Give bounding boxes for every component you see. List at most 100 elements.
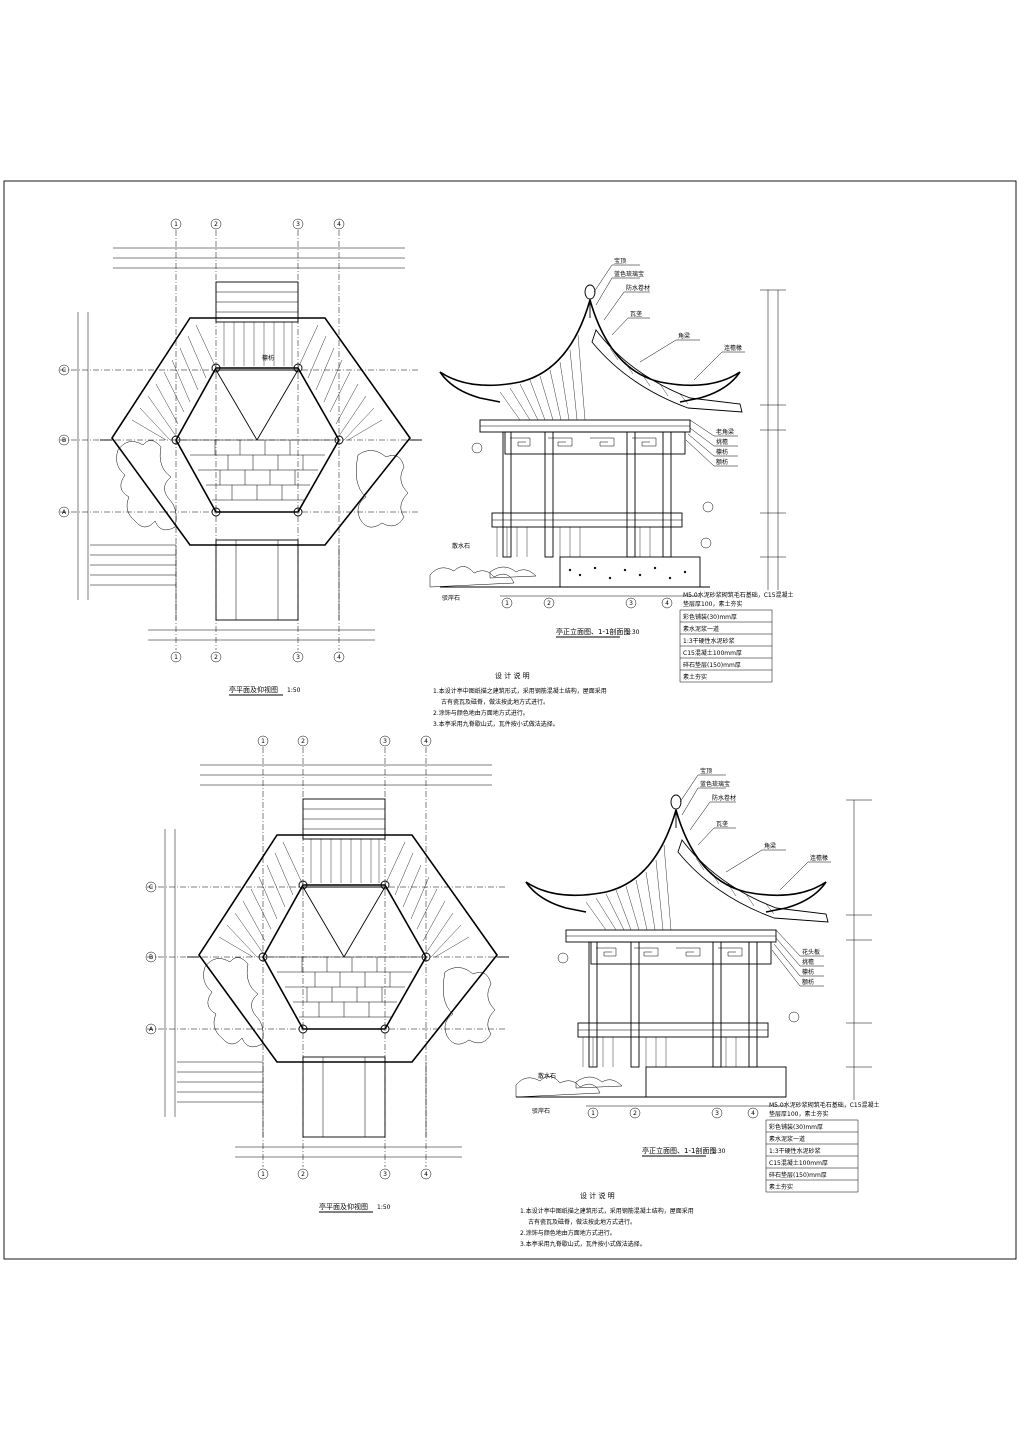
svg-text:古有瓷瓦及磁脊，做法按此地方式进行。: 古有瓷瓦及磁脊，做法按此地方式进行。 xyxy=(441,698,549,706)
svg-text:连檐椽: 连檐椽 xyxy=(810,854,828,862)
svg-text:4: 4 xyxy=(337,654,341,661)
svg-text:4: 4 xyxy=(665,600,669,607)
svg-text:M5.0水泥砂浆砌筑毛石基础，C15混凝土: M5.0水泥砂浆砌筑毛石基础，C15混凝土 xyxy=(769,1101,880,1109)
svg-text:设 计 说 明: 设 计 说 明 xyxy=(580,1191,615,1200)
design-notes-lower: 设 计 说 明 1.本设计亭中图纸描之建筑形式，采用钢筋混凝土结构，屋面采用 古… xyxy=(520,1191,694,1248)
svg-text:C: C xyxy=(149,884,153,891)
svg-text:1:3干硬性水泥砂浆: 1:3干硬性水泥砂浆 xyxy=(769,1147,821,1155)
svg-text:素水泥浆一道: 素水泥浆一道 xyxy=(769,1135,805,1143)
svg-text:B: B xyxy=(62,437,66,444)
svg-text:亭正立面图、1-1剖面图: 亭正立面图、1-1剖面图 xyxy=(642,1146,716,1155)
svg-text:C15混凝土100mm厚: C15混凝土100mm厚 xyxy=(769,1159,828,1167)
svg-text:角梁: 角梁 xyxy=(764,842,776,850)
svg-text:连檐椽: 连檐椽 xyxy=(724,344,742,352)
svg-text:防水卷材: 防水卷材 xyxy=(626,284,650,292)
rockery-outline xyxy=(116,440,177,531)
svg-text:花头板: 花头板 xyxy=(802,948,820,956)
svg-text:驳岸石: 驳岸石 xyxy=(442,594,460,602)
svg-text:3: 3 xyxy=(296,654,300,661)
svg-text:宝顶: 宝顶 xyxy=(614,257,626,265)
svg-text:素土夯实: 素土夯实 xyxy=(769,1183,793,1191)
svg-text:1:50: 1:50 xyxy=(287,687,301,694)
svg-text:蓝色琉璃宝: 蓝色琉璃宝 xyxy=(700,780,730,788)
svg-text:B: B xyxy=(149,954,153,961)
paving-pattern xyxy=(190,440,325,501)
svg-text:角梁: 角梁 xyxy=(678,332,690,340)
pavilion-plan-upper: 1 2 3 4 1 2 3 4 C B A xyxy=(58,218,422,696)
svg-text:2: 2 xyxy=(633,1110,637,1117)
svg-text:挑檐: 挑檐 xyxy=(716,438,728,446)
svg-text:4: 4 xyxy=(751,1110,755,1117)
svg-text:2: 2 xyxy=(301,1171,305,1178)
pavilion-plan-lower: 1 2 3 4 1 2 3 4 C B A xyxy=(145,735,509,1213)
elevation-tile-hatching xyxy=(499,334,586,421)
svg-text:3.本亭采用九脊歇山式，瓦件按小式做法选择。: 3.本亭采用九脊歇山式，瓦件按小式做法选择。 xyxy=(433,720,559,728)
svg-text:4: 4 xyxy=(337,221,341,228)
svg-text:蓝色琉璃宝: 蓝色琉璃宝 xyxy=(614,270,644,278)
svg-text:碎石垫层(150)mm厚: 碎石垫层(150)mm厚 xyxy=(769,1171,827,1179)
svg-text:散水石: 散水石 xyxy=(538,1072,556,1080)
plan-columns xyxy=(171,363,344,517)
svg-text:1:50: 1:50 xyxy=(377,1204,391,1211)
sheet-border xyxy=(3,180,1017,1260)
svg-text:C: C xyxy=(62,367,66,374)
svg-text:1: 1 xyxy=(505,600,509,607)
svg-text:2: 2 xyxy=(214,221,218,228)
svg-text:散水石: 散水石 xyxy=(452,542,470,550)
svg-text:2: 2 xyxy=(301,738,305,745)
svg-text:1: 1 xyxy=(261,738,265,745)
svg-text:亭平面及仰视图: 亭平面及仰视图 xyxy=(319,1202,368,1211)
lower-drawing-set: 1 2 3 4 1 2 3 4 C B A xyxy=(145,735,880,1248)
svg-text:防水卷材: 防水卷材 xyxy=(712,794,736,802)
svg-text:1: 1 xyxy=(261,1171,265,1178)
svg-text:檩枋: 檩枋 xyxy=(716,448,728,456)
svg-text:古有瓷瓦及磁脊，做法按此地方式进行。: 古有瓷瓦及磁脊，做法按此地方式进行。 xyxy=(528,1218,636,1226)
svg-text:2.涂饰与颜色地由方面地方式进行。: 2.涂饰与颜色地由方面地方式进行。 xyxy=(433,709,529,717)
svg-text:1.本设计亭中图纸描之建筑形式，采用钢筋混凝土结构，屋面采用: 1.本设计亭中图纸描之建筑形式，采用钢筋混凝土结构，屋面采用 xyxy=(433,687,607,695)
layer-table: M5.0水泥砂浆砌筑毛石基础，C15混凝土 垫层厚100，素土夯实 彩色铺装(3… xyxy=(679,591,794,683)
svg-text:瓦垄: 瓦垄 xyxy=(630,310,642,318)
svg-text:4: 4 xyxy=(424,1171,428,1178)
svg-text:3.本亭采用九脊歇山式，瓦件按小式做法选择。: 3.本亭采用九脊歇山式，瓦件按小式做法选择。 xyxy=(520,1240,646,1248)
design-notes-upper: 设 计 说 明 1.本设计亭中图纸描之建筑形式，采用钢筋混凝土结构，屋面采用 古… xyxy=(433,671,607,728)
roof-tile-hatching xyxy=(131,322,383,441)
svg-text:设 计 说 明: 设 计 说 明 xyxy=(495,671,530,680)
svg-text:1: 1 xyxy=(174,654,178,661)
svg-text:1.本设计亭中图纸描之建筑形式，采用钢筋混凝土结构，屋面采用: 1.本设计亭中图纸描之建筑形式，采用钢筋混凝土结构，屋面采用 xyxy=(520,1207,694,1215)
svg-text:垫层厚100，素土夯实: 垫层厚100，素土夯实 xyxy=(683,600,742,608)
svg-text:1:30: 1:30 xyxy=(712,1148,726,1155)
svg-text:3: 3 xyxy=(383,1171,387,1178)
svg-text:素水泥浆一道: 素水泥浆一道 xyxy=(683,625,719,633)
svg-text:2: 2 xyxy=(547,600,551,607)
svg-text:驳岸石: 驳岸石 xyxy=(532,1107,550,1115)
svg-text:彩色铺装(30)mm厚: 彩色铺装(30)mm厚 xyxy=(769,1123,823,1131)
svg-text:亭平面及仰视图: 亭平面及仰视图 xyxy=(229,685,278,694)
svg-text:额枋: 额枋 xyxy=(802,978,814,986)
svg-text:瓦垄: 瓦垄 xyxy=(716,820,728,828)
pavilion-elevation-lower: 1 2 3 4 宝顶 蓝色琉璃宝 防水卷材 瓦垄 角梁 连檐椽 xyxy=(515,767,880,1193)
svg-text:A: A xyxy=(62,509,67,516)
svg-text:额枋: 额枋 xyxy=(716,458,728,466)
svg-text:A: A xyxy=(149,1026,154,1033)
svg-text:3: 3 xyxy=(715,1110,719,1117)
svg-text:C15混凝土100mm厚: C15混凝土100mm厚 xyxy=(683,649,742,657)
svg-text:1:30: 1:30 xyxy=(626,629,640,636)
elevation-callouts: 宝顶 蓝色琉璃宝 防水卷材 瓦垄 角梁 连檐椽 老角梁 挑檐 檩枋 额枋 散水 xyxy=(442,257,745,602)
svg-text:3: 3 xyxy=(383,738,387,745)
svg-text:2.涂饰与颜色地由方面地方式进行。: 2.涂饰与颜色地由方面地方式进行。 xyxy=(520,1229,616,1237)
svg-text:檩枋: 檩枋 xyxy=(262,354,274,362)
svg-text:老角梁: 老角梁 xyxy=(716,428,734,436)
svg-text:宝顶: 宝顶 xyxy=(700,767,712,775)
svg-text:檩枋: 檩枋 xyxy=(802,968,814,976)
svg-text:4: 4 xyxy=(424,738,428,745)
upper-drawing-set: 1 2 3 4 1 2 3 4 C B A xyxy=(58,218,794,728)
svg-text:素土夯实: 素土夯实 xyxy=(683,673,707,681)
svg-text:M5.0水泥砂浆砌筑毛石基础，C15混凝土: M5.0水泥砂浆砌筑毛石基础，C15混凝土 xyxy=(683,591,794,599)
svg-text:3: 3 xyxy=(296,221,300,228)
svg-text:1: 1 xyxy=(174,221,178,228)
svg-text:亭正立面图、1-1剖面图: 亭正立面图、1-1剖面图 xyxy=(556,627,630,636)
roof-curve xyxy=(439,299,591,403)
svg-text:垫层厚100，素土夯实: 垫层厚100，素土夯实 xyxy=(769,1110,828,1118)
pavilion-elevation-upper: 1 2 3 4 宝顶 蓝色琉璃宝 防水卷材 xyxy=(429,257,794,683)
grid-bubbles-top: 1 2 3 4 1 2 3 4 C B A xyxy=(58,218,345,663)
